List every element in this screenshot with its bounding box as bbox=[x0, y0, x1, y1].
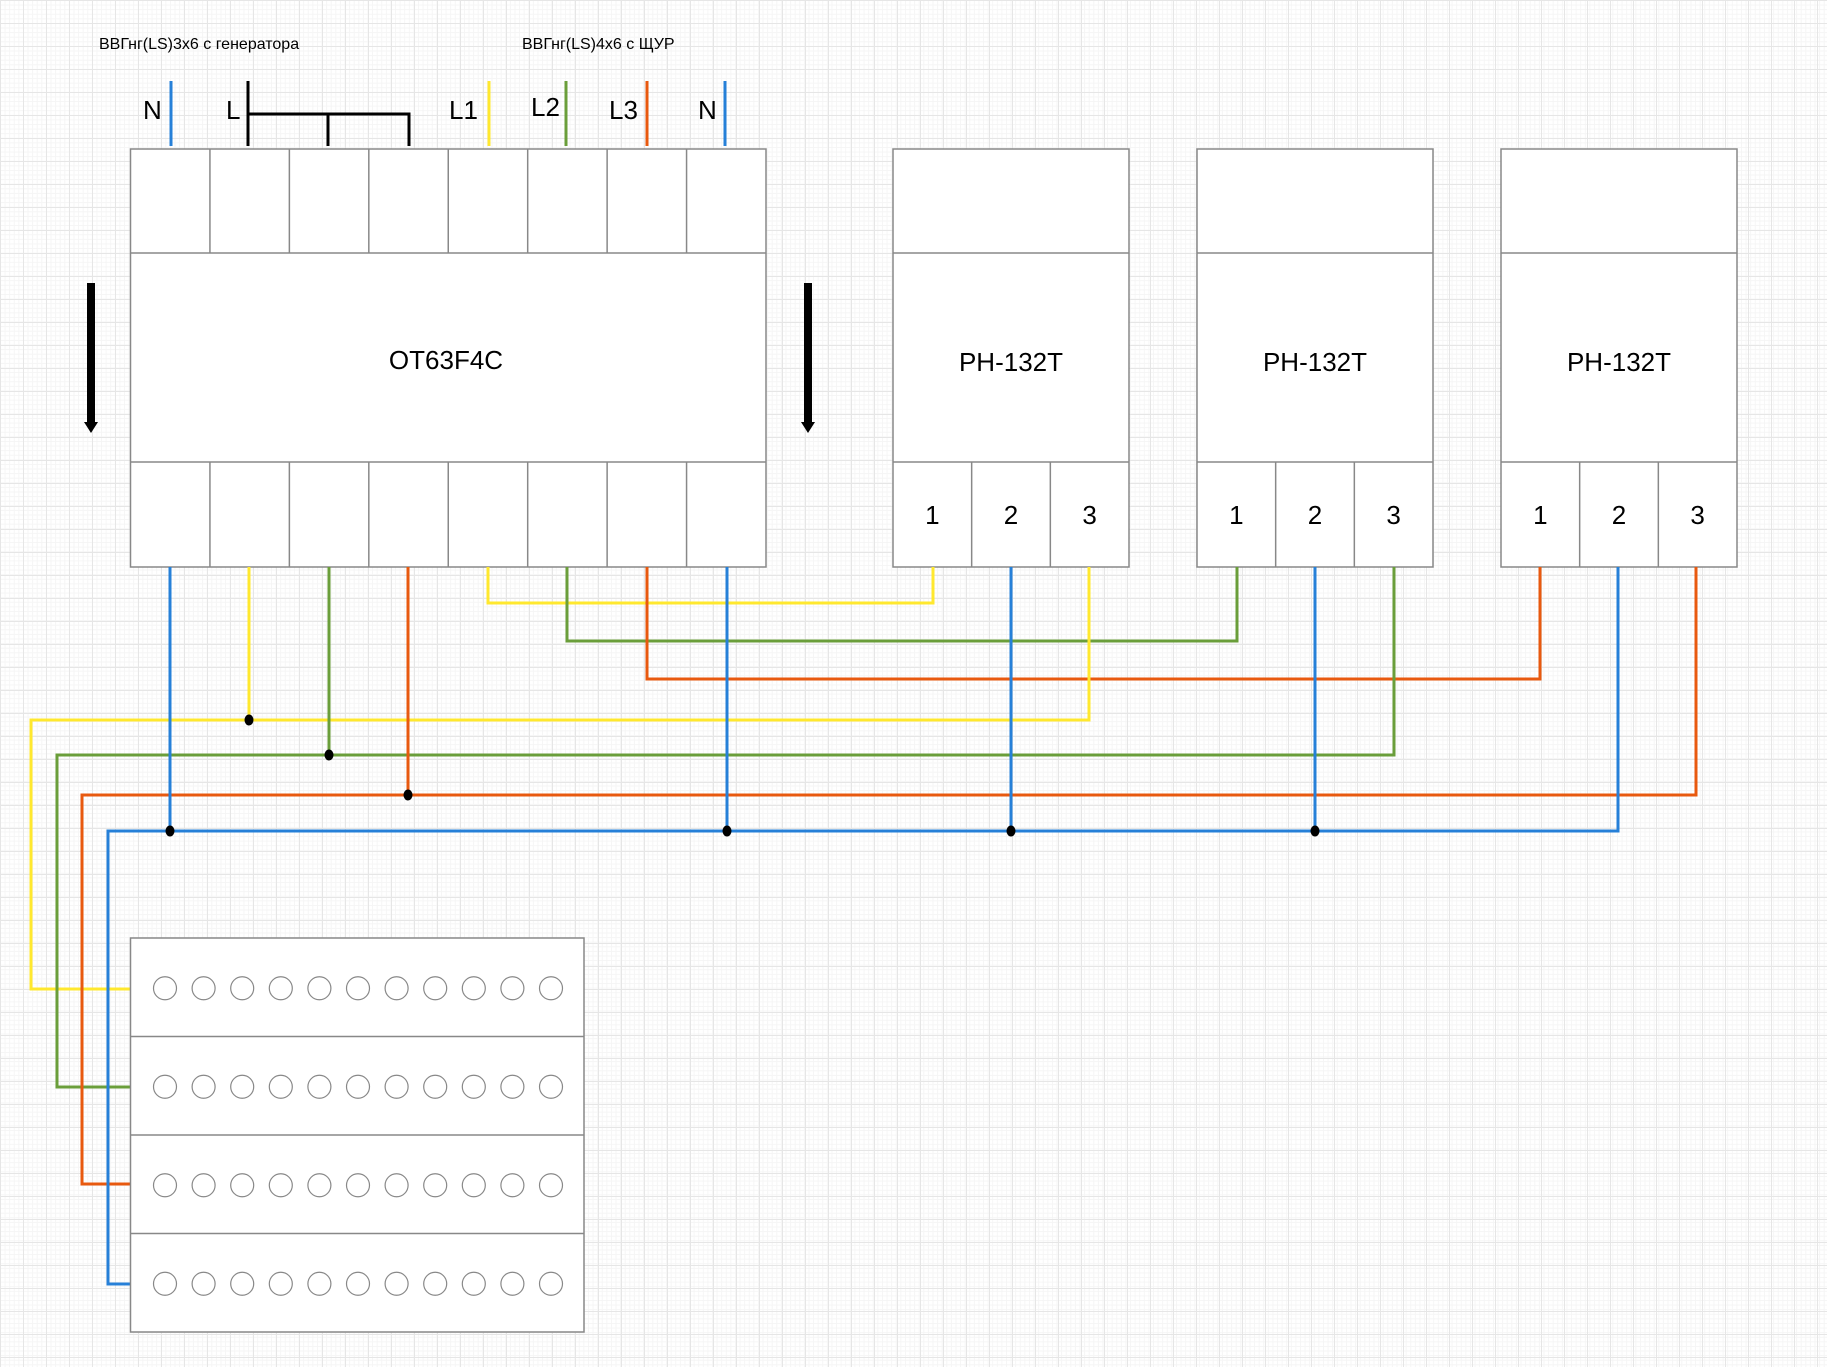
busbar-hole[interactable] bbox=[230, 1074, 255, 1099]
busbar-hole[interactable] bbox=[345, 976, 371, 1001]
busbar-hole[interactable] bbox=[538, 1074, 564, 1099]
busbar-hole[interactable] bbox=[423, 1074, 448, 1099]
wire-l2-to-relay2-pin1 bbox=[565, 567, 1239, 643]
terminal-label-l2: L2 bbox=[531, 92, 560, 122]
busbar-hole[interactable] bbox=[191, 1074, 216, 1099]
busbar-hole[interactable] bbox=[268, 1173, 293, 1198]
busbar-hole[interactable] bbox=[307, 976, 332, 1001]
wire-gen-line-in bbox=[246, 81, 411, 146]
terminal-label-l1: L1 bbox=[449, 95, 478, 125]
busbar-hole[interactable] bbox=[268, 1074, 293, 1099]
wire-relay3-pin3-to-busbar-l3 bbox=[80, 567, 1698, 1186]
busbar-hole[interactable] bbox=[384, 1173, 409, 1198]
changeover-switch[interactable]: OT63F4C bbox=[129, 148, 767, 568]
busbar-hole[interactable] bbox=[152, 1074, 178, 1099]
terminal-label-l3: L3 bbox=[609, 95, 638, 125]
busbar-hole[interactable] bbox=[152, 976, 178, 1001]
relay-2[interactable]: РН-132Т 1 2 3 bbox=[1196, 148, 1434, 568]
voltage-relays: РН-132Т 1 2 3 РН-132Т 1 2 3 РН-132Т 1 2 3 bbox=[892, 148, 1738, 568]
busbar-row-l1 bbox=[152, 976, 564, 1001]
busbar-hole[interactable] bbox=[191, 1271, 216, 1296]
relay-3[interactable]: РН-132Т 1 2 3 bbox=[1500, 148, 1738, 568]
relay-pin-3: 3 bbox=[1082, 500, 1096, 530]
relay-pin-3: 3 bbox=[1690, 500, 1704, 530]
relay-pin-1: 1 bbox=[1533, 500, 1547, 530]
busbar-hole[interactable] bbox=[307, 1271, 332, 1296]
busbar-hole[interactable] bbox=[538, 976, 564, 1001]
busbar-row-l3 bbox=[130, 1134, 584, 1198]
junction-dot bbox=[722, 825, 732, 837]
busbar-hole[interactable] bbox=[500, 1173, 525, 1198]
relay-body bbox=[1500, 148, 1738, 568]
terminal-label-n: N bbox=[698, 95, 717, 125]
busbar-hole[interactable] bbox=[500, 1271, 525, 1296]
busbar-hole[interactable] bbox=[423, 976, 448, 1001]
generator-cable-title: ВВГнг(LS)3х6 с генератора bbox=[99, 36, 299, 53]
busbar-row-n bbox=[130, 1232, 584, 1296]
relay-label: РН-132Т bbox=[1263, 347, 1367, 377]
junction-dot bbox=[1310, 825, 1320, 837]
busbar-hole[interactable] bbox=[345, 1074, 371, 1099]
relay-label: РН-132Т bbox=[1567, 347, 1671, 377]
relay-body bbox=[892, 148, 1130, 568]
terminal-label-gen-l: L bbox=[226, 95, 240, 125]
wire-neutral-bus bbox=[106, 567, 1620, 1286]
junction-dot bbox=[165, 825, 175, 837]
busbar-hole[interactable] bbox=[500, 976, 525, 1001]
relay-label: РН-132Т bbox=[959, 347, 1063, 377]
busbar-hole[interactable] bbox=[230, 1173, 255, 1198]
busbar-hole[interactable] bbox=[191, 976, 216, 1001]
busbar-hole[interactable] bbox=[345, 1173, 371, 1198]
busbar-hole[interactable] bbox=[538, 1173, 564, 1198]
busbar-hole[interactable] bbox=[268, 1271, 293, 1296]
busbar-hole[interactable] bbox=[307, 1074, 332, 1099]
relay-1[interactable]: РН-132Т 1 2 3 bbox=[892, 148, 1130, 568]
busbar-hole[interactable] bbox=[384, 1271, 409, 1296]
busbar-hole[interactable] bbox=[152, 1271, 178, 1296]
busbar-hole[interactable] bbox=[461, 1074, 486, 1099]
relay-pin-2: 2 bbox=[1004, 500, 1018, 530]
busbar-row-l2 bbox=[130, 1035, 584, 1099]
wire-l3-to-relay3-pin1 bbox=[645, 567, 1542, 681]
relay-pin-2: 2 bbox=[1308, 500, 1322, 530]
busbar-hole[interactable] bbox=[500, 1074, 525, 1099]
relay-pin-1: 1 bbox=[1229, 500, 1243, 530]
busbar-hole[interactable] bbox=[461, 1271, 486, 1296]
busbar-hole[interactable] bbox=[461, 976, 486, 1001]
busbar-hole[interactable] bbox=[307, 1173, 332, 1198]
busbar-hole[interactable] bbox=[461, 1173, 486, 1198]
junction-dot bbox=[403, 789, 413, 801]
mains-cable-title: ВВГнг(LS)4х6 с ЩУР bbox=[522, 36, 675, 53]
busbar-terminal-block bbox=[129, 937, 585, 1333]
switch-poles bbox=[209, 149, 688, 567]
terminal-label-gen-n: N bbox=[143, 95, 162, 125]
junction-dot bbox=[1006, 825, 1016, 837]
relay-pin-2: 2 bbox=[1612, 500, 1626, 530]
busbar-hole[interactable] bbox=[384, 976, 409, 1001]
left-direction-arrow bbox=[84, 283, 98, 433]
busbar-hole[interactable] bbox=[230, 976, 255, 1001]
junction-dot bbox=[244, 714, 254, 726]
busbar-hole[interactable] bbox=[384, 1074, 409, 1099]
output-wires bbox=[29, 567, 1698, 1286]
relay-pin-1: 1 bbox=[925, 500, 939, 530]
incoming-wires bbox=[169, 81, 727, 146]
busbar-hole[interactable] bbox=[230, 1271, 255, 1296]
busbar-hole[interactable] bbox=[423, 1173, 448, 1198]
busbar-hole[interactable] bbox=[538, 1271, 564, 1296]
switch-label: OT63F4C bbox=[389, 345, 503, 375]
wire-relay1-pin3-to-busbar-l1 bbox=[29, 567, 1091, 991]
busbar-hole[interactable] bbox=[423, 1271, 448, 1296]
busbar-hole[interactable] bbox=[191, 1173, 216, 1198]
relay-pin-3: 3 bbox=[1386, 500, 1400, 530]
wire-l1-to-relay1-pin1 bbox=[486, 567, 935, 605]
junction-dot bbox=[324, 749, 334, 761]
busbar-hole[interactable] bbox=[152, 1173, 178, 1198]
junctions bbox=[165, 714, 1320, 837]
busbar-hole[interactable] bbox=[345, 1271, 371, 1296]
right-direction-arrow bbox=[801, 283, 815, 433]
busbar-hole[interactable] bbox=[268, 976, 293, 1001]
